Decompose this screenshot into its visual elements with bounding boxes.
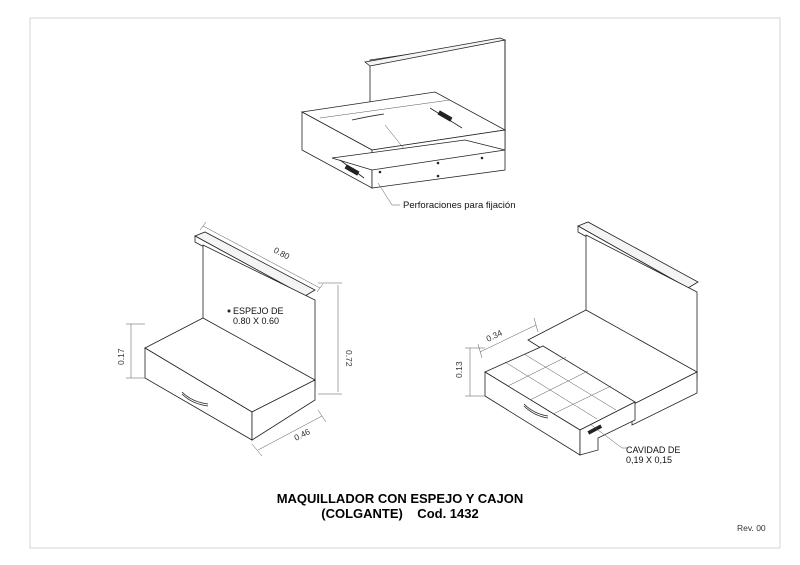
mirror-note-line2: 0.80 X 0.60: [233, 316, 280, 326]
dim-width: 0.80: [272, 245, 292, 262]
cavity-note-line2: 0,19 X 0,15: [626, 455, 673, 465]
dim-height: 0.72: [344, 350, 354, 367]
drawing-title: MAQUILLADOR CON ESPEJO Y CAJON: [276, 491, 524, 506]
top-isometric-view: [300, 37, 507, 206]
left-isometric-view: [126, 221, 342, 457]
cavity-note-line1: CAVIDAD DE: [626, 445, 681, 455]
revision-label: Rev. 00: [737, 523, 766, 533]
drawing-subtitle: (COLGANTE) Cod. 1432: [321, 506, 479, 521]
right-isometric-view: [465, 221, 699, 456]
dim-depth: 0.46: [292, 426, 312, 443]
fixing-holes-note: Perforaciones para fijación: [403, 200, 516, 211]
dim-drawer-depth: 0.34: [484, 327, 503, 343]
mirror-note-line1: ESPEJO DE: [233, 306, 284, 316]
mirror-note: ESPEJO DE 0.80 X 0.60: [233, 306, 284, 326]
dim-drawer-height: 0.17: [116, 348, 126, 365]
cavity-note: CAVIDAD DE 0,19 X 0,15: [626, 445, 680, 465]
sheet-border: [29, 17, 781, 549]
dim-open-drawer-height: 0.13: [454, 361, 464, 378]
